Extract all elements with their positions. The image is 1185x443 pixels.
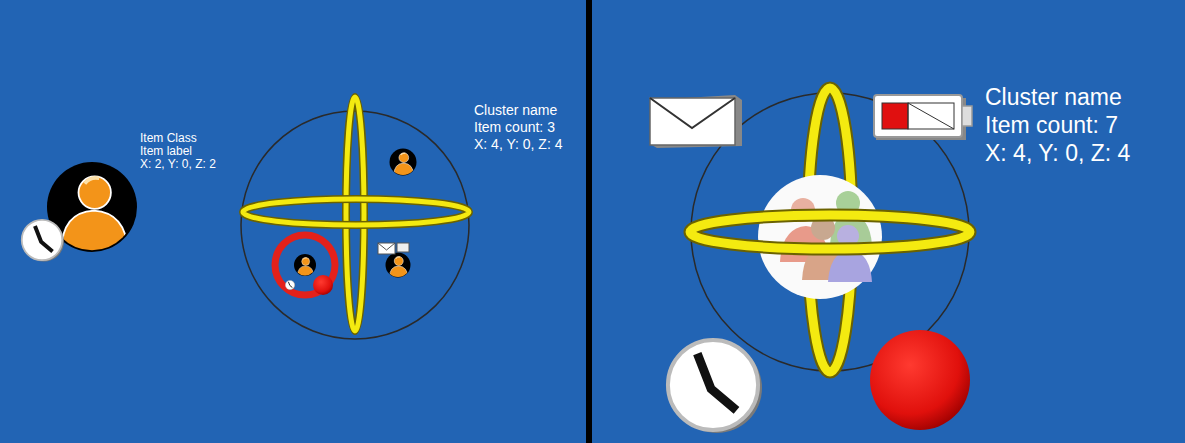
info-text: Cluster name [474,102,588,119]
info-label: Cluster nameItem count: 3X: 4, Y: 0, Z: … [474,102,588,153]
person-icon [386,253,411,278]
sphere-rings [690,215,970,249]
panel-divider [586,0,592,443]
cluster-sphere: Cluster nameItem count: 3X: 4, Y: 0, Z: … [240,110,470,340]
info-text: X: 4, Y: 0, Z: 4 [474,136,588,153]
battery-icon [874,95,972,140]
info-text: Item count: 7 [985,111,1183,139]
sphere-rings [808,88,852,372]
red-sphere [870,330,970,430]
info-label: Item ClassItem labelX: 2, Y: 0, Z: 2 [140,132,250,171]
info-text: Item Class [140,132,250,145]
sphere-rings [346,97,364,331]
sphere-outline [690,92,970,372]
info-text: Item count: 3 [474,119,588,136]
group-icon [758,175,882,299]
info-label: Cluster nameItem count: 7X: 4, Y: 0, Z: … [985,83,1183,167]
info-text: X: 2, Y: 0, Z: 2 [140,158,250,171]
info-text: Item label [140,145,250,158]
envelope-icon [378,243,409,254]
person-icon [390,149,417,176]
sphere-outline [240,110,470,340]
info-text: X: 4, Y: 0, Z: 4 [985,139,1183,167]
clock-icon [668,340,762,433]
envelope-icon [650,95,742,148]
sphere-rings [243,199,469,225]
cluster-sphere: Cluster nameItem count: 7X: 4, Y: 0, Z: … [690,92,970,372]
selected-person-icon [275,235,335,295]
item-icon [47,162,137,252]
item-node: Item ClassItem labelX: 2, Y: 0, Z: 2 [47,162,137,252]
info-text: Cluster name [985,83,1183,111]
